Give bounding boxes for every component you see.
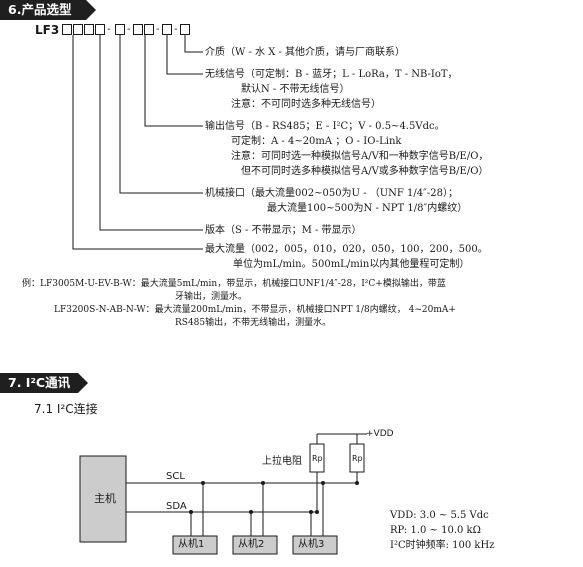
desc-line: 默认N - 不带无线信号）	[241, 84, 350, 95]
desc-line: 但不可同时选多种模拟信号A/V或多种数字信号B/E/O）	[241, 166, 489, 177]
desc-line: 注意：不可同时选多种无线信号）	[231, 99, 381, 110]
code-box-medium	[180, 24, 190, 35]
code-box-flow-2	[73, 24, 83, 35]
header-arrow	[78, 373, 88, 393]
desc-max-flow: 最大流量（002，005，010，020，050，100，200，500。 单位…	[205, 243, 488, 271]
spec-clock: I²C时钟频率: 100 kHz	[390, 540, 495, 551]
section-6-title: 6.产品选型	[8, 2, 72, 17]
example-line: 牙输出，测量水。	[175, 292, 248, 302]
vdd-label: +VDD	[366, 429, 394, 439]
desc-line: 介质（W - 水 X - 其他介质，请与厂商联系）	[205, 47, 406, 58]
desc-medium: 介质（W - 水 X - 其他介质，请与厂商联系）	[205, 46, 405, 59]
code-box-output-1	[133, 24, 143, 35]
slave-1: 从机1	[178, 539, 205, 550]
desc-line: 输出信号（B - RS485；E - I²C；V - 0.5~4.5Vdc。	[205, 121, 445, 132]
desc-line: 单位为mL/min。500mL/min以内其他量程可定制）	[233, 259, 470, 270]
example-label: 例：LF3005M-U-EV-B-W：	[22, 279, 141, 289]
code-dash-3: -	[156, 24, 160, 35]
example-line: 最大流量200mL/min，不带显示，机械接口NPT 1/8内螺纹， 4~20m…	[154, 305, 456, 315]
sda-label: SDA	[166, 501, 187, 512]
desc-line: 机械接口（最大流量002~050为U - （UNF 1/4″-28）；	[205, 188, 458, 199]
slave-3: 从机3	[298, 539, 325, 550]
code-box-flow-3	[84, 24, 94, 35]
example-2: LF3200S-N-AB-N-W：最大流量200mL/min，不带显示，机械接口…	[54, 304, 456, 329]
example-1: 例：LF3005M-U-EV-B-W：最大流量5mL/min，带显示，机械接口U…	[22, 278, 446, 303]
desc-line: 可定制：A - 4~20mA ；O - IO-Link	[231, 136, 402, 147]
slave-2: 从机2	[238, 539, 265, 550]
desc-wireless: 无线信号（可定制：B - 蓝牙；L - LoRa，T - NB-IoT， 默认N…	[205, 68, 458, 111]
example-label: LF3200S-N-AB-N-W：	[54, 305, 155, 315]
example-line: RS485输出，不带无线输出，测量水。	[175, 318, 332, 328]
rp-label-2: Rp	[352, 454, 363, 463]
header-arrow	[86, 0, 96, 20]
code-box-flow	[62, 24, 72, 35]
rp-label-1: Rp	[312, 454, 323, 463]
code-box-output-2	[144, 24, 154, 35]
section-7-header: 7. I²C通讯	[0, 373, 88, 393]
scl-label: SCL	[166, 471, 185, 482]
section-7-subtitle: 7.1 I²C连接	[34, 402, 98, 416]
desc-interface: 机械接口（最大流量002~050为U - （UNF 1/4″-28）； 最大流量…	[205, 187, 467, 215]
example-line: 最大流量5mL/min，带显示，机械接口UNF1/4″-28，I²C+模拟输出，…	[140, 279, 446, 289]
code-dash-4: -	[174, 24, 178, 35]
pullup-label: 上拉电阻	[262, 456, 302, 467]
code-box-wireless	[162, 24, 172, 35]
master-label: 主机	[94, 492, 116, 505]
code-box-version	[95, 24, 105, 35]
spec-vdd: VDD: 3.0 ~ 5.5 Vdc	[390, 510, 489, 521]
desc-line: 注意：可同时选一种模拟信号A/V和一种数字信号B/E/O，	[231, 151, 489, 162]
section-6-header: 6.产品选型	[0, 0, 96, 20]
code-dash-1: -	[107, 24, 111, 35]
model-prefix: LF3	[35, 23, 60, 37]
spec-rp: RP: 1.0 ~ 10.0 kΩ	[390, 525, 481, 536]
section-7-title: 7. I²C通讯	[8, 375, 71, 390]
i2c-specs: VDD: 3.0 ~ 5.5 Vdc RP: 1.0 ~ 10.0 kΩ I²C…	[390, 508, 494, 553]
desc-output: 输出信号（B - RS485；E - I²C；V - 0.5~4.5Vdc。 可…	[205, 120, 488, 178]
desc-line: 最大流量100~500为N - NPT 1/8″内螺纹）	[267, 203, 468, 214]
desc-line: 最大流量（002，005，010，020，050，100，200，500。	[205, 244, 488, 255]
desc-version: 版本（S - 不带显示；M - 带显示）	[205, 224, 362, 237]
desc-line: 无线信号（可定制：B - 蓝牙；L - LoRa，T - NB-IoT，	[205, 69, 458, 80]
code-dash-2: -	[127, 24, 131, 35]
desc-line: 版本（S - 不带显示；M - 带显示）	[205, 225, 362, 236]
code-box-interface	[115, 24, 125, 35]
